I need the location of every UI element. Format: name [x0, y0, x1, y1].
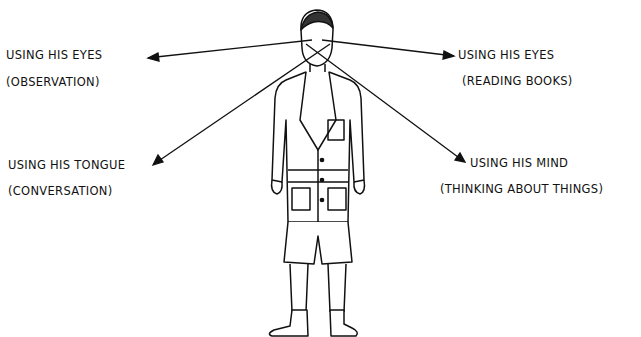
callout-note: (READING BOOKS) — [462, 74, 573, 88]
callout-label: USING HIS EYES — [458, 48, 554, 62]
callout-note: (CONVERSATION) — [8, 184, 113, 198]
callout-label: USING HIS TONGUE — [8, 158, 125, 172]
callout-label: USING HIS EYES — [6, 48, 102, 62]
callout-note: (THINKING ABOUT THINGS) — [440, 182, 603, 196]
callout-note: (OBSERVATION) — [6, 75, 100, 89]
callout-label: USING HIS MIND — [470, 156, 568, 170]
